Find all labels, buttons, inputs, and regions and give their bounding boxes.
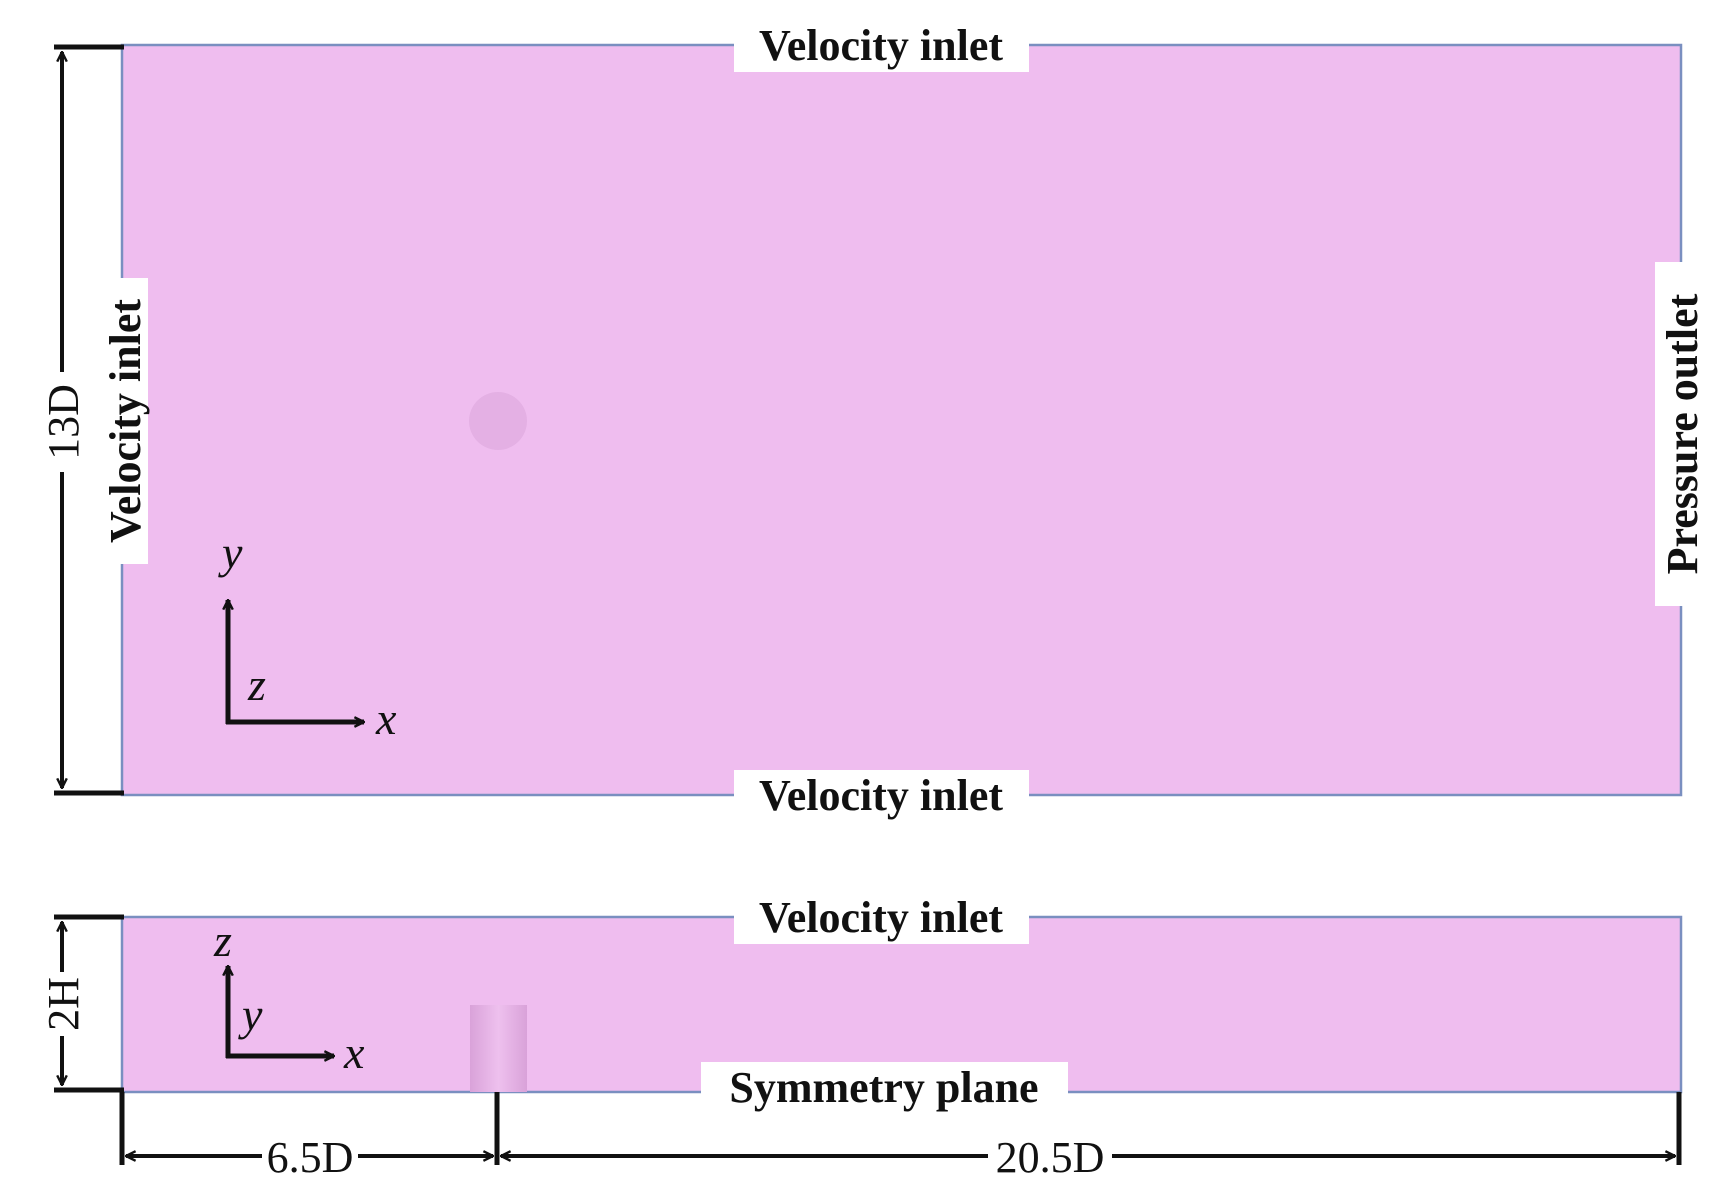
top-view-top-boundary-label: Velocity inlet [759, 21, 1003, 70]
side-view-top-boundary-label: Velocity inlet [759, 893, 1003, 942]
cylinder-side-view [470, 1005, 527, 1092]
top-view-z-axis-label: z [247, 659, 266, 710]
top-view-axis-triad: y z x [218, 527, 397, 744]
side-view-axis-triad: z y x [213, 915, 365, 1078]
top-view-y-axis-label: y [218, 527, 243, 578]
top-view-domain [120, 43, 1683, 797]
side-view: Velocity inlet Symmetry plane 2H 6.5D 20… [39, 892, 1683, 1182]
side-view-height-dimension-label: 2H [39, 977, 88, 1031]
side-view-downstream-dimension-label: 20.5D [996, 1133, 1105, 1182]
side-view-x-axis-label: x [343, 1027, 365, 1078]
side-view-bottom-boundary-label: Symmetry plane [729, 1063, 1038, 1112]
side-view-upstream-dimension-label: 6.5D [267, 1133, 354, 1182]
top-view-left-boundary-label: Velocity inlet [101, 299, 150, 543]
top-view-bottom-boundary-label: Velocity inlet [759, 771, 1003, 820]
top-view-height-dimension-label: 13D [39, 384, 88, 460]
top-view-x-axis-label: x [375, 693, 397, 744]
side-view-y-axis-label: y [238, 989, 263, 1040]
top-view-right-boundary-label: Pressure outlet [1658, 293, 1707, 574]
side-view-z-axis-label: z [213, 915, 232, 966]
top-view: Velocity inlet Velocity inlet Velocity i… [39, 20, 1707, 822]
cylinder-top-view [469, 392, 527, 450]
